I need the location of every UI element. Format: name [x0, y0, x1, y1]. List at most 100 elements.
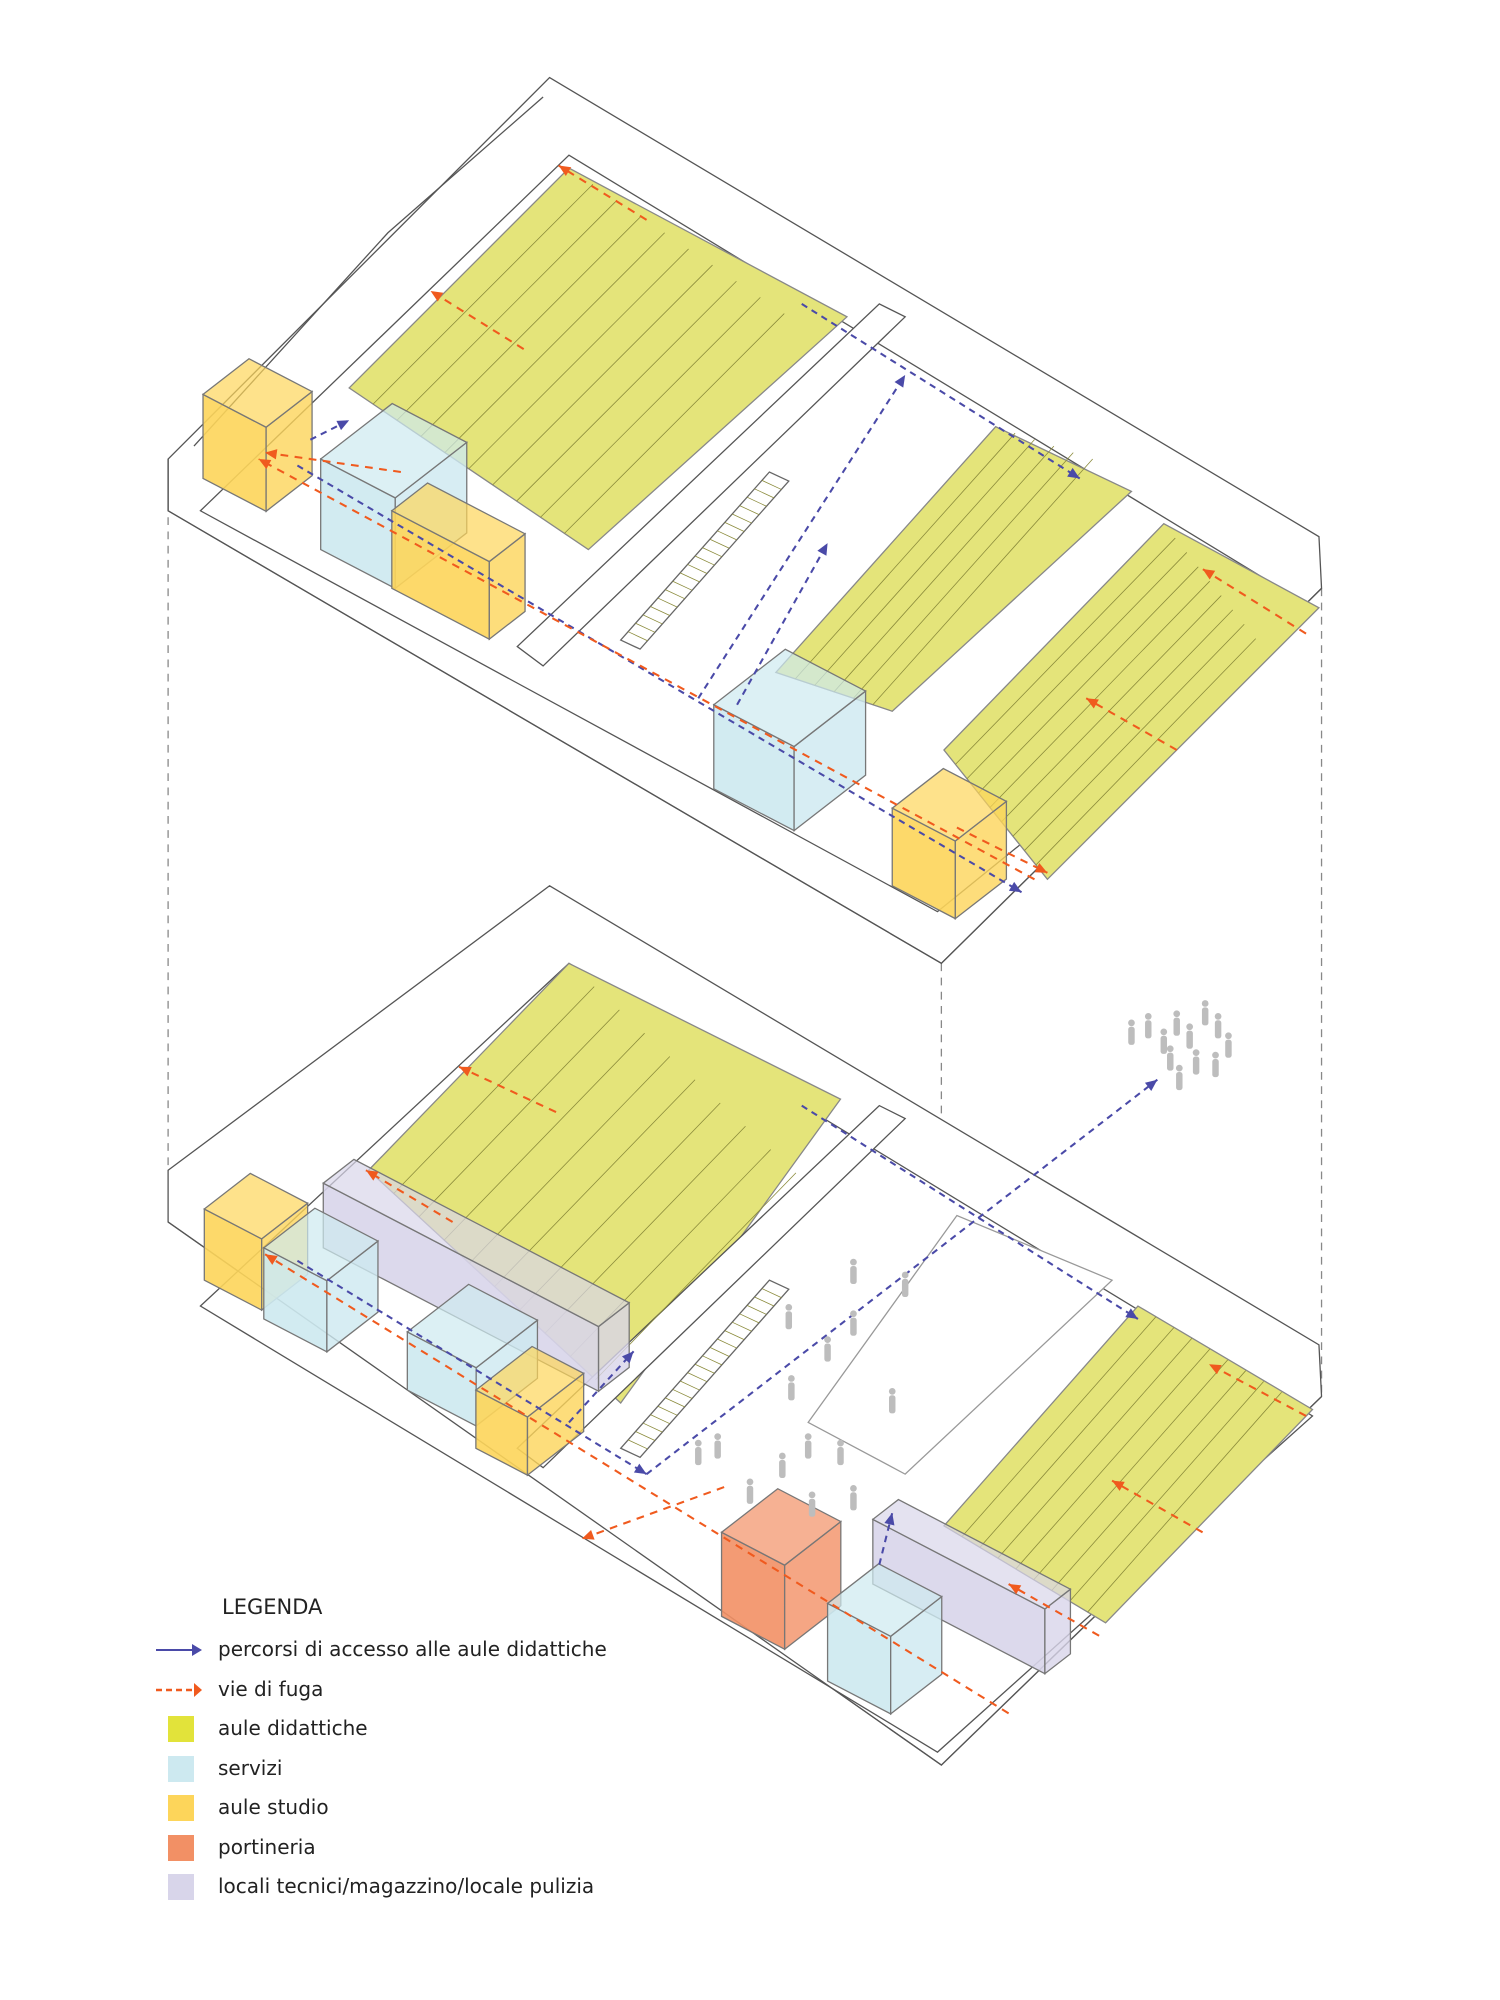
tier-line	[1035, 638, 1257, 866]
legend-item-locali-tecnici: locali tecnici/magazzino/locale pulizia	[150, 1872, 750, 1902]
person-head	[824, 1336, 831, 1344]
escape-route-arrow-head	[459, 1066, 472, 1077]
person-body	[1160, 1035, 1168, 1054]
person-head	[1214, 1013, 1222, 1020]
tier-line	[709, 538, 730, 549]
servizi-box-top	[262, 1207, 380, 1282]
person-body	[850, 1317, 857, 1336]
swatch-aule-studio	[168, 1795, 194, 1821]
locali-tecnici-box	[871, 1498, 1072, 1675]
person-body	[779, 1459, 786, 1479]
person-head	[901, 1271, 909, 1279]
aula-studio-box-top	[474, 1345, 585, 1418]
tier-line	[1051, 1370, 1246, 1591]
aula-studio-box-top	[891, 767, 1008, 842]
tier-line	[642, 614, 663, 625]
access-path-arrow	[801, 1104, 1139, 1320]
person-figure	[1175, 1064, 1183, 1091]
escape-route-arrow	[264, 1253, 1010, 1715]
tier-line	[746, 1305, 767, 1315]
person-body	[824, 1343, 831, 1362]
escape-route-arrow-head	[558, 165, 572, 177]
tier-line	[687, 564, 708, 574]
locali-tecnici-box-top	[322, 1158, 631, 1328]
tier-line	[627, 631, 648, 642]
person-head	[1225, 1032, 1232, 1040]
tier-line	[680, 572, 700, 583]
tier-line	[443, 1032, 645, 1241]
tier-line	[702, 1355, 723, 1366]
person-figure	[1173, 1010, 1181, 1036]
tier-line	[979, 1327, 1175, 1548]
upper-corridor-wall	[516, 303, 907, 667]
escape-route-arrow-head	[1008, 1584, 1022, 1595]
access-path-arrow	[697, 374, 907, 699]
tier-line	[1087, 1391, 1282, 1613]
access-path-arrow-head	[1067, 467, 1080, 479]
access-path-arrow-head	[894, 374, 906, 388]
person-head	[1173, 1010, 1181, 1018]
person-body	[1173, 1017, 1180, 1036]
escape-route-arrow	[1085, 697, 1178, 751]
tier-line	[657, 1405, 678, 1416]
tier-line	[665, 589, 685, 600]
tier-line	[444, 232, 665, 453]
person-body	[850, 1265, 857, 1285]
tier-line	[672, 580, 693, 591]
tier-line	[702, 547, 723, 558]
person-body	[746, 1485, 754, 1504]
person-head	[788, 1375, 795, 1382]
tier-line	[739, 1313, 760, 1324]
tier-line	[672, 1389, 693, 1399]
servizi-box-top	[712, 648, 867, 748]
person-figure	[837, 1439, 844, 1466]
access-path-arrow	[296, 1259, 648, 1476]
tier-line	[872, 458, 1093, 705]
person-body	[785, 1311, 793, 1330]
tier-line	[955, 537, 1176, 765]
tier-line	[540, 297, 761, 518]
tier-line	[746, 496, 767, 507]
escape-route-arrow-head	[258, 459, 272, 470]
tier-line	[966, 552, 1188, 780]
person-figure	[1160, 1028, 1168, 1054]
person-figure	[824, 1336, 831, 1362]
tier-line	[418, 1009, 620, 1218]
tier-line	[978, 566, 1199, 794]
tier-line	[1069, 1381, 1264, 1602]
legend-item-escape-routes: vie di fuga	[150, 1675, 750, 1705]
escape-route-arrow-head	[1202, 568, 1216, 580]
tier-line	[724, 522, 745, 532]
escape-route-arrow	[1111, 1479, 1204, 1534]
tier-line	[642, 1422, 663, 1433]
person-head	[694, 1439, 702, 1447]
tier-line	[420, 216, 642, 437]
tier-line	[1024, 624, 1245, 851]
aula-studio-box-top	[390, 482, 527, 563]
tier-line	[650, 1414, 670, 1425]
person-figure	[1128, 1019, 1135, 1045]
escape-route-arrow	[956, 826, 1048, 874]
tier-line	[372, 183, 594, 405]
person-body	[1212, 1059, 1219, 1078]
tier-line	[732, 1321, 752, 1332]
person-body	[1214, 1020, 1222, 1039]
tier-line	[724, 1330, 745, 1341]
aula-studio-box	[891, 767, 1008, 920]
person-body	[695, 1446, 702, 1466]
person-figure	[778, 1452, 786, 1479]
escape-route-arrow	[458, 1065, 557, 1114]
tier-line	[853, 452, 1074, 699]
access-path-arrow	[296, 464, 1023, 894]
swatch-aule-didattiche	[168, 1716, 194, 1742]
escape-route-arrow	[258, 458, 1035, 881]
tier-line	[961, 1316, 1157, 1537]
tier-line	[665, 1397, 685, 1408]
person-head	[1160, 1028, 1168, 1036]
tier-line	[1001, 595, 1222, 823]
escape-route-arrow-head	[265, 449, 278, 460]
person-body	[1176, 1071, 1183, 1091]
person-body	[1145, 1020, 1152, 1039]
tier-line	[1033, 1359, 1229, 1580]
blue-arrow-icon	[156, 1644, 202, 1656]
